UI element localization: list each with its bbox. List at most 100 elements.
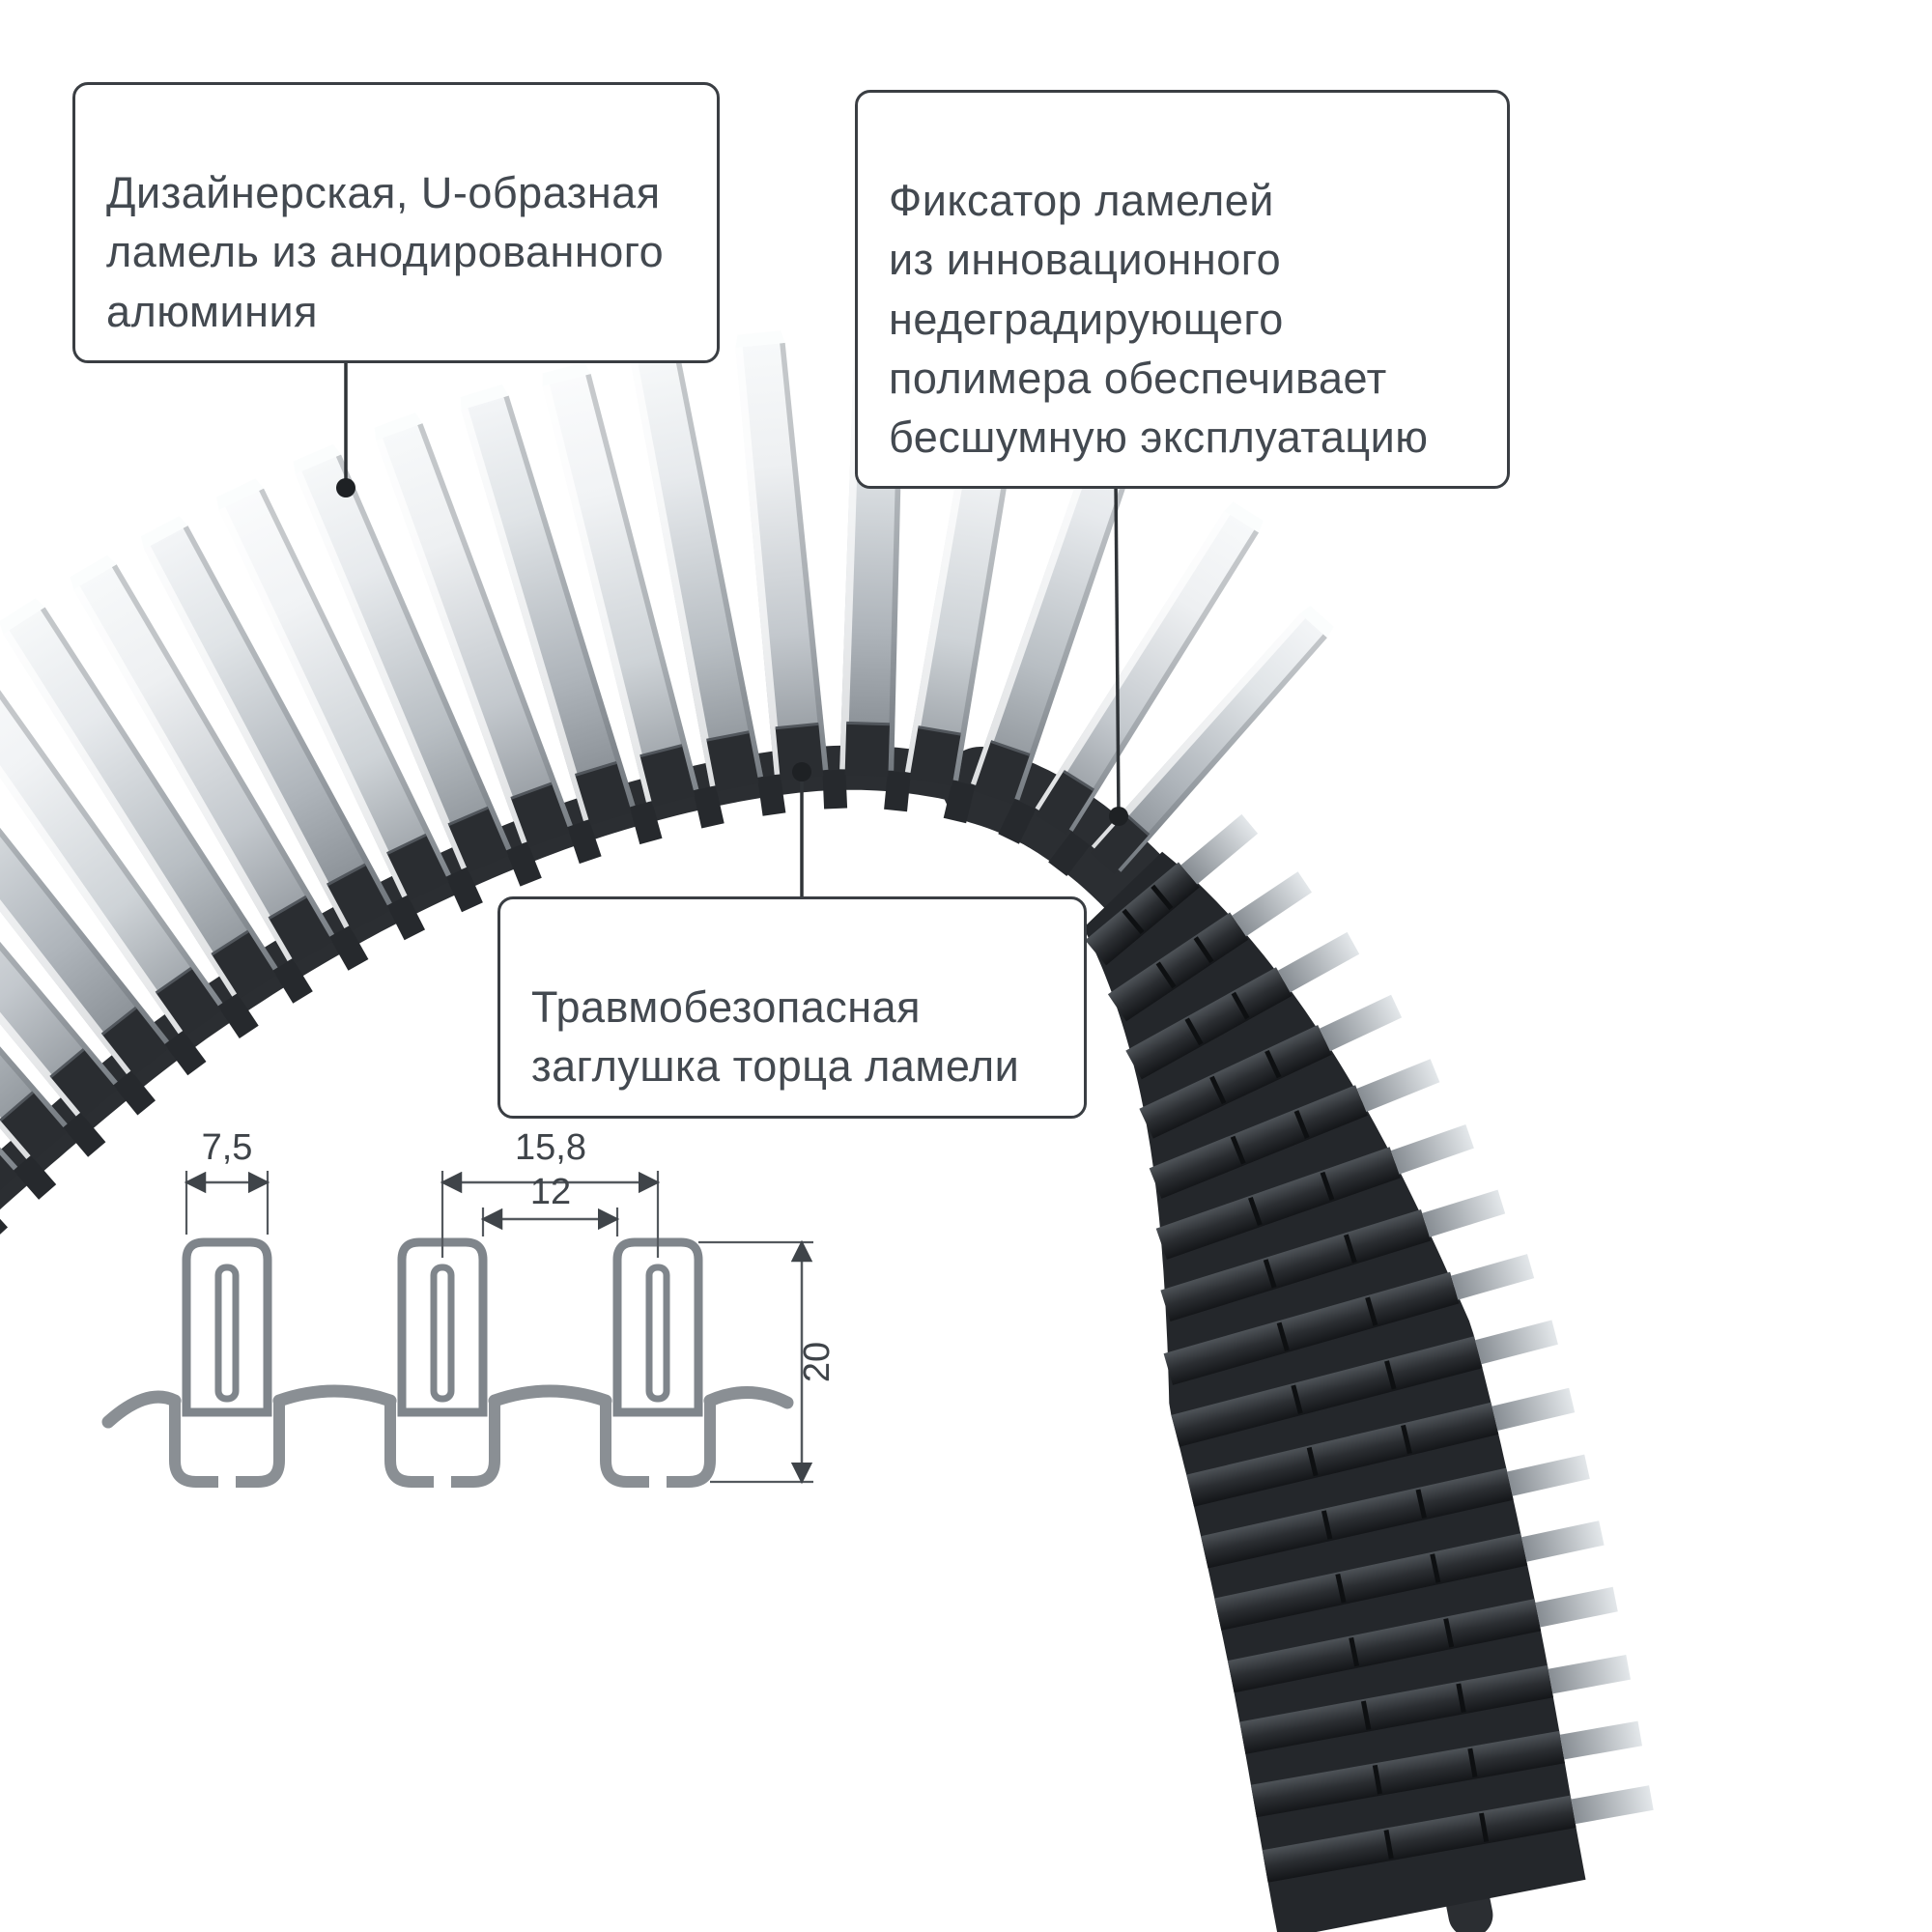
band-fixator <box>998 799 1037 844</box>
lamella-end-cap-edge <box>268 895 307 920</box>
lamella-top-cap <box>216 478 264 510</box>
band-fixator-rib <box>1163 1271 1460 1385</box>
band-fixator <box>272 958 313 1004</box>
lamella-edge-highlight <box>376 438 529 844</box>
rib-slit <box>1264 1049 1282 1079</box>
lamella-edge-shade <box>0 1147 18 1171</box>
lamella <box>295 454 512 869</box>
band-fixator-rib <box>1214 1533 1528 1631</box>
lamella-edge-shade <box>1116 634 1327 872</box>
rib-slit <box>1184 1017 1204 1046</box>
drawing-slot-2 <box>430 1264 455 1403</box>
lamella <box>735 342 829 775</box>
lamella-edge <box>1507 1454 1590 1496</box>
leader-dot-endcap <box>792 762 811 781</box>
callout-endcap-text: Травмобезопасная заглушка торца ламели <box>531 982 1020 1092</box>
lamella-edge-shade <box>585 374 699 791</box>
lamella-end-cap <box>1036 771 1094 835</box>
lamella-edge-highlight <box>3 630 240 997</box>
lamella-edge-highlight <box>0 765 185 1035</box>
rib-slit <box>1155 961 1177 989</box>
lamella-end-cap-edge <box>155 966 193 995</box>
lamella-end-cap <box>909 726 961 786</box>
lamella-end-cap <box>844 723 890 777</box>
band-fixator <box>1048 831 1091 876</box>
rib-slit <box>1349 1636 1360 1667</box>
lamella-edge-highlight <box>218 506 410 898</box>
leader-dot-fixator <box>1109 807 1128 826</box>
lamella-end-cap <box>386 835 449 901</box>
band-fixator <box>757 774 786 816</box>
lamella-end-cap <box>212 931 276 999</box>
lamella-top-cap <box>374 412 423 440</box>
lamella <box>3 607 278 997</box>
lamella <box>1091 613 1327 872</box>
lamella-edge-highlight <box>144 545 352 928</box>
lamella-edge-highlight <box>542 384 654 803</box>
rib-slit <box>1263 1259 1277 1289</box>
lamella-edge-shade <box>40 607 278 971</box>
lamella-end-cap-edge <box>100 1006 137 1036</box>
band-fixator-rib <box>1107 912 1249 1022</box>
rib-slit <box>1383 1830 1394 1860</box>
grille-illustration <box>0 327 1654 1932</box>
lamella-edge <box>1422 1189 1506 1237</box>
band-fixator <box>629 801 663 845</box>
band-fixator <box>0 1218 8 1235</box>
lamella-end-cap <box>156 968 222 1036</box>
drawing-slot-3 <box>645 1264 670 1403</box>
band-fixator <box>63 1112 106 1157</box>
lamella-end-cap-edge <box>706 730 750 742</box>
band-fixator <box>13 1155 57 1200</box>
lamella-edge-highlight <box>0 898 133 1074</box>
lamella-end-cap-edge <box>918 725 961 736</box>
lamella-end-cap <box>101 1008 169 1076</box>
lamella-edge <box>1521 1520 1605 1562</box>
drawing-pocket-slit-1 <box>218 1470 236 1490</box>
drawing-slot-1 <box>214 1264 240 1403</box>
lamella-edge-shade <box>335 454 512 851</box>
band-fixator <box>567 819 602 865</box>
rib-slit <box>1415 1489 1427 1519</box>
rib-slit <box>1401 1424 1412 1455</box>
lamella <box>971 399 1151 801</box>
lamella <box>144 526 392 928</box>
band-fixator <box>884 771 911 812</box>
lamella-end-cap <box>0 1092 68 1160</box>
drawing-band-span-1 <box>272 1384 397 1407</box>
rib-slit <box>1443 1618 1455 1648</box>
lamella-edge <box>1451 1254 1535 1300</box>
band-fixator-rib <box>1171 1336 1483 1447</box>
callout-fixator-text: Фиксатор ламелей из инновационного недег… <box>889 176 1429 462</box>
band-fixator <box>445 867 483 913</box>
lamella-end-cap-edge <box>326 863 366 887</box>
lamella-edge-highlight <box>295 470 469 869</box>
lamella-edge-shade <box>0 827 169 1045</box>
drawing-pocket-slit-3 <box>649 1470 667 1490</box>
band-fixator <box>113 1070 156 1116</box>
lamella-edge <box>1571 1785 1654 1825</box>
lamella-end-cap <box>0 1154 17 1191</box>
lamella-end-cap <box>327 864 390 931</box>
lamella-end-cap-edge <box>846 721 891 726</box>
lamella-top-cap <box>293 443 341 474</box>
lamella-edge <box>1277 931 1360 993</box>
band-fixator <box>217 993 259 1038</box>
lamella-end-cap <box>974 741 1030 805</box>
lamella <box>218 488 451 898</box>
lamella-edge-shade <box>183 526 392 906</box>
callout-fixator: Фиксатор ламелей из инновационного недег… <box>855 90 1510 490</box>
band-fixator <box>822 769 848 810</box>
lamella-edge-shade <box>1067 529 1260 832</box>
lamella-edge-shade <box>111 564 335 937</box>
lamella-edge-highlight <box>461 408 591 821</box>
lamella-edge <box>1548 1655 1631 1694</box>
lamella <box>542 374 699 803</box>
lamella <box>0 827 169 1074</box>
band-fixator-rib <box>1239 1664 1553 1754</box>
lamella-end-cap <box>775 724 824 781</box>
rib-slit <box>1122 908 1145 935</box>
rib-slit <box>1209 1075 1227 1105</box>
lamella-end-cap-edge <box>775 722 819 730</box>
